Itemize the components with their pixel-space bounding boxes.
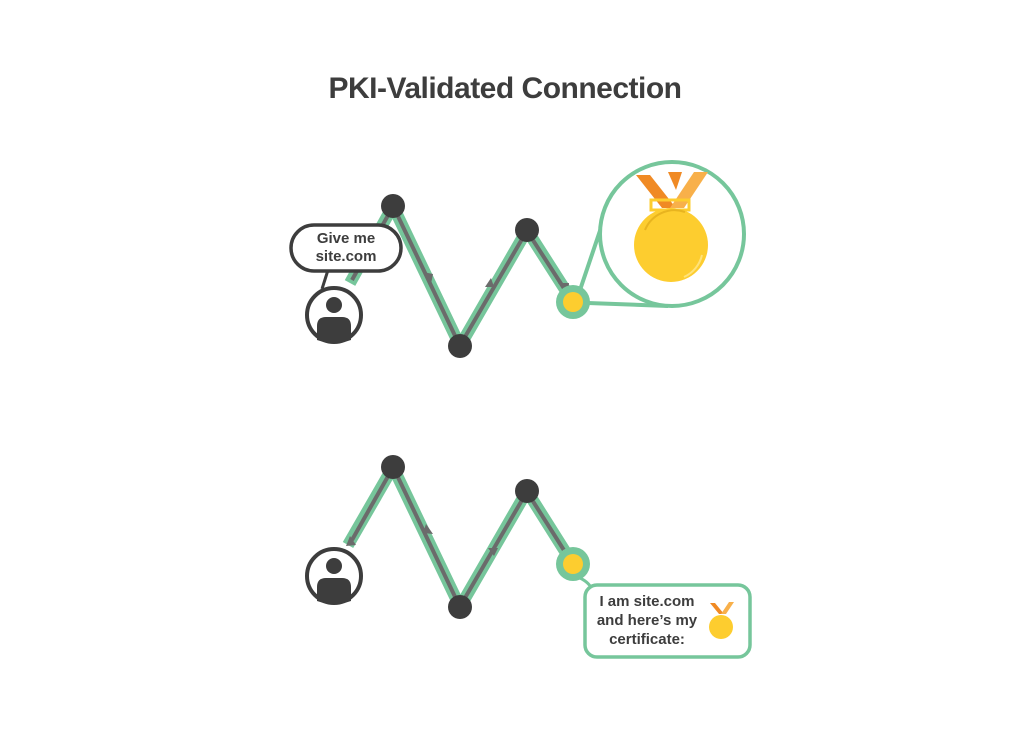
certificate-magnifier: [578, 160, 746, 308]
request-text-line-1: Give me: [317, 230, 375, 247]
medal-icon: [634, 172, 708, 282]
router-node: [515, 479, 539, 503]
arrowhead: [423, 524, 433, 534]
router-node: [381, 455, 405, 479]
user-icon: [305, 547, 363, 605]
router-node: [448, 334, 472, 358]
arrowhead: [485, 278, 494, 287]
request-bubble: Give me site.com: [289, 223, 403, 290]
server-node: [556, 285, 590, 319]
request-text-line-2: site.com: [316, 248, 377, 265]
router-node: [515, 218, 539, 242]
medal-icon: [709, 602, 734, 639]
response-text-line-2: and here’s my: [597, 612, 698, 629]
response-text-line-1: I am site.com: [599, 593, 694, 610]
arrowhead: [488, 548, 498, 556]
user-icon: [305, 286, 363, 344]
arrowhead: [423, 272, 433, 284]
top-panel: Give me site.com: [289, 160, 746, 358]
router-node: [448, 595, 472, 619]
server-node: [556, 547, 590, 581]
response-text-line-3: certificate:: [609, 631, 685, 648]
response-bubble: I am site.com and here’s my certificate:: [579, 576, 752, 659]
response-arrows: [350, 470, 569, 605]
arrowheads-bottom: [346, 524, 498, 556]
bottom-panel: I am site.com and here’s my certificate:: [305, 455, 752, 659]
router-node: [381, 194, 405, 218]
page-title: PKI-Validated Connection: [328, 72, 682, 105]
arrowhead: [346, 536, 356, 546]
